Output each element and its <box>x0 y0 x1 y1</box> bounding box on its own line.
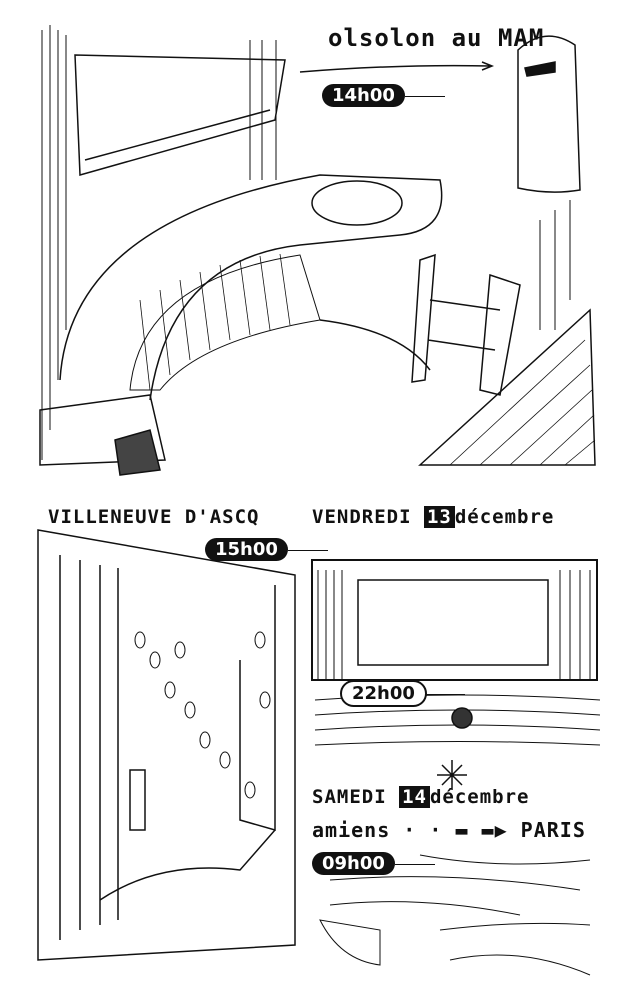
friday-date-number: 13 <box>423 506 455 528</box>
hatched-table <box>418 308 596 466</box>
figure <box>114 429 161 476</box>
friday-month: décembre <box>454 506 555 528</box>
viewer-head <box>451 707 473 729</box>
route-label: amiens · · ▬ ▬▶ PARIS <box>312 818 586 842</box>
wall-hatching <box>41 25 571 460</box>
saturday-month: décembre <box>429 786 530 808</box>
curved-counter <box>59 174 443 401</box>
cinema-screen <box>357 579 549 666</box>
saturday-date-number: 14 <box>399 786 430 808</box>
pillar <box>517 35 581 193</box>
top-place-label: olsolon au MAM <box>328 24 545 52</box>
route-to: PARIS <box>520 818 586 842</box>
villeneuve-time-badge: 15h00 <box>205 538 328 561</box>
hall-frame <box>37 529 296 961</box>
window-frame <box>74 54 286 176</box>
route-arrow-icon: · · ▬ ▬▶ <box>403 818 521 842</box>
villeneuve-place-label: VILLENEUVE D'ASCQ <box>48 506 260 528</box>
cinema-frame <box>311 559 598 681</box>
sink <box>311 180 403 226</box>
star <box>437 760 467 790</box>
top-time-badge: 14h00 <box>322 84 445 107</box>
hanging-shapes <box>134 631 271 799</box>
box <box>39 394 166 466</box>
cinema-time-badge: 22h00 <box>340 680 465 707</box>
saturday-day: SAMEDI <box>312 786 387 808</box>
landscape <box>319 854 591 976</box>
arrow <box>299 61 495 73</box>
route-from: amiens <box>312 818 391 842</box>
friday-day: VENDREDI <box>312 506 412 528</box>
chair <box>411 253 521 396</box>
train-time-badge: 09h00 <box>312 852 435 875</box>
